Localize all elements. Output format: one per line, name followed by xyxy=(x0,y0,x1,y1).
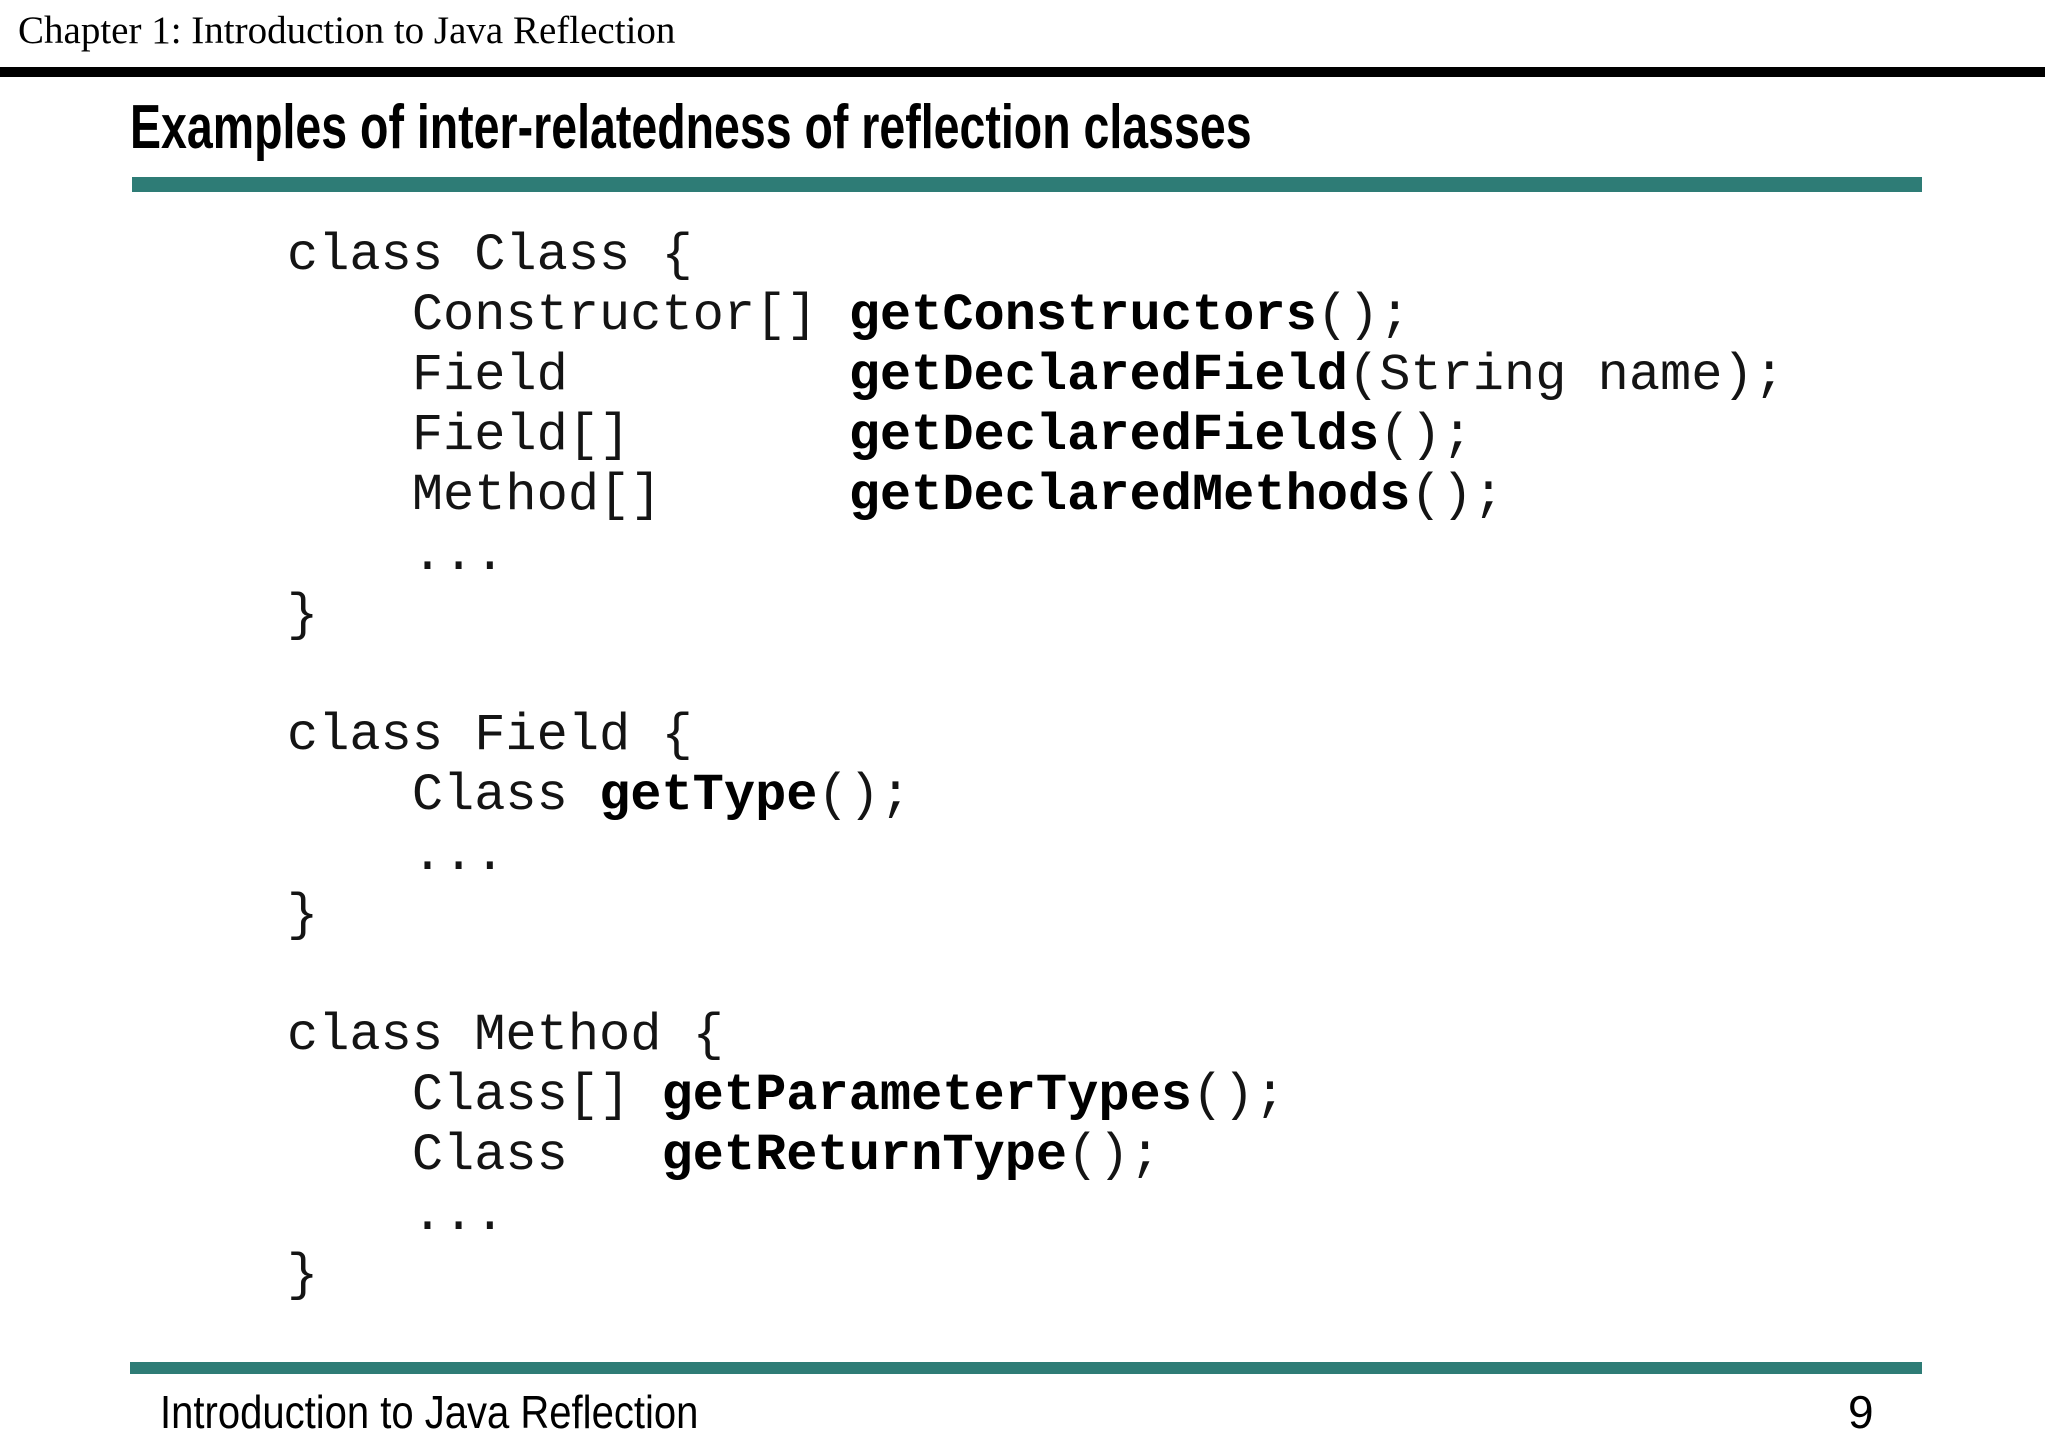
code-line: Constructor[] getConstructors(); xyxy=(287,286,1411,345)
footer-title: Introduction to Java Reflection xyxy=(160,1386,699,1438)
code-line: Field[] getDeclaredFields(); xyxy=(287,406,1473,465)
code-line: Method[] getDeclaredMethods(); xyxy=(287,466,1505,525)
code-line: Field getDeclaredField(String name); xyxy=(287,346,1785,405)
title-accent-bar xyxy=(132,177,1922,192)
code-block: class Class { Constructor[] getConstruct… xyxy=(287,226,1785,1306)
code-line: ... xyxy=(287,526,506,585)
code-line: Class[] getParameterTypes(); xyxy=(287,1066,1286,1125)
code-line: } xyxy=(287,1246,319,1305)
code-line: } xyxy=(287,586,319,645)
code-line: class Method { xyxy=(287,1006,724,1065)
code-line: } xyxy=(287,886,319,945)
code-line xyxy=(287,646,1785,706)
slide-title: Examples of inter-relatedness of reflect… xyxy=(130,93,1252,162)
footer-accent-bar xyxy=(130,1362,1922,1374)
code-line: ... xyxy=(287,826,506,885)
code-line xyxy=(287,946,1785,1006)
code-line: Class getReturnType(); xyxy=(287,1126,1161,1185)
header-divider-rule xyxy=(0,67,2045,77)
code-line: ... xyxy=(287,1186,506,1245)
page-number: 9 xyxy=(1848,1386,1874,1438)
code-line: class Class { xyxy=(287,226,693,285)
code-line: Class getType(); xyxy=(287,766,912,825)
header-chapter-title: Chapter 1: Introduction to Java Reflecti… xyxy=(18,9,676,52)
code-line: class Field { xyxy=(287,706,693,765)
